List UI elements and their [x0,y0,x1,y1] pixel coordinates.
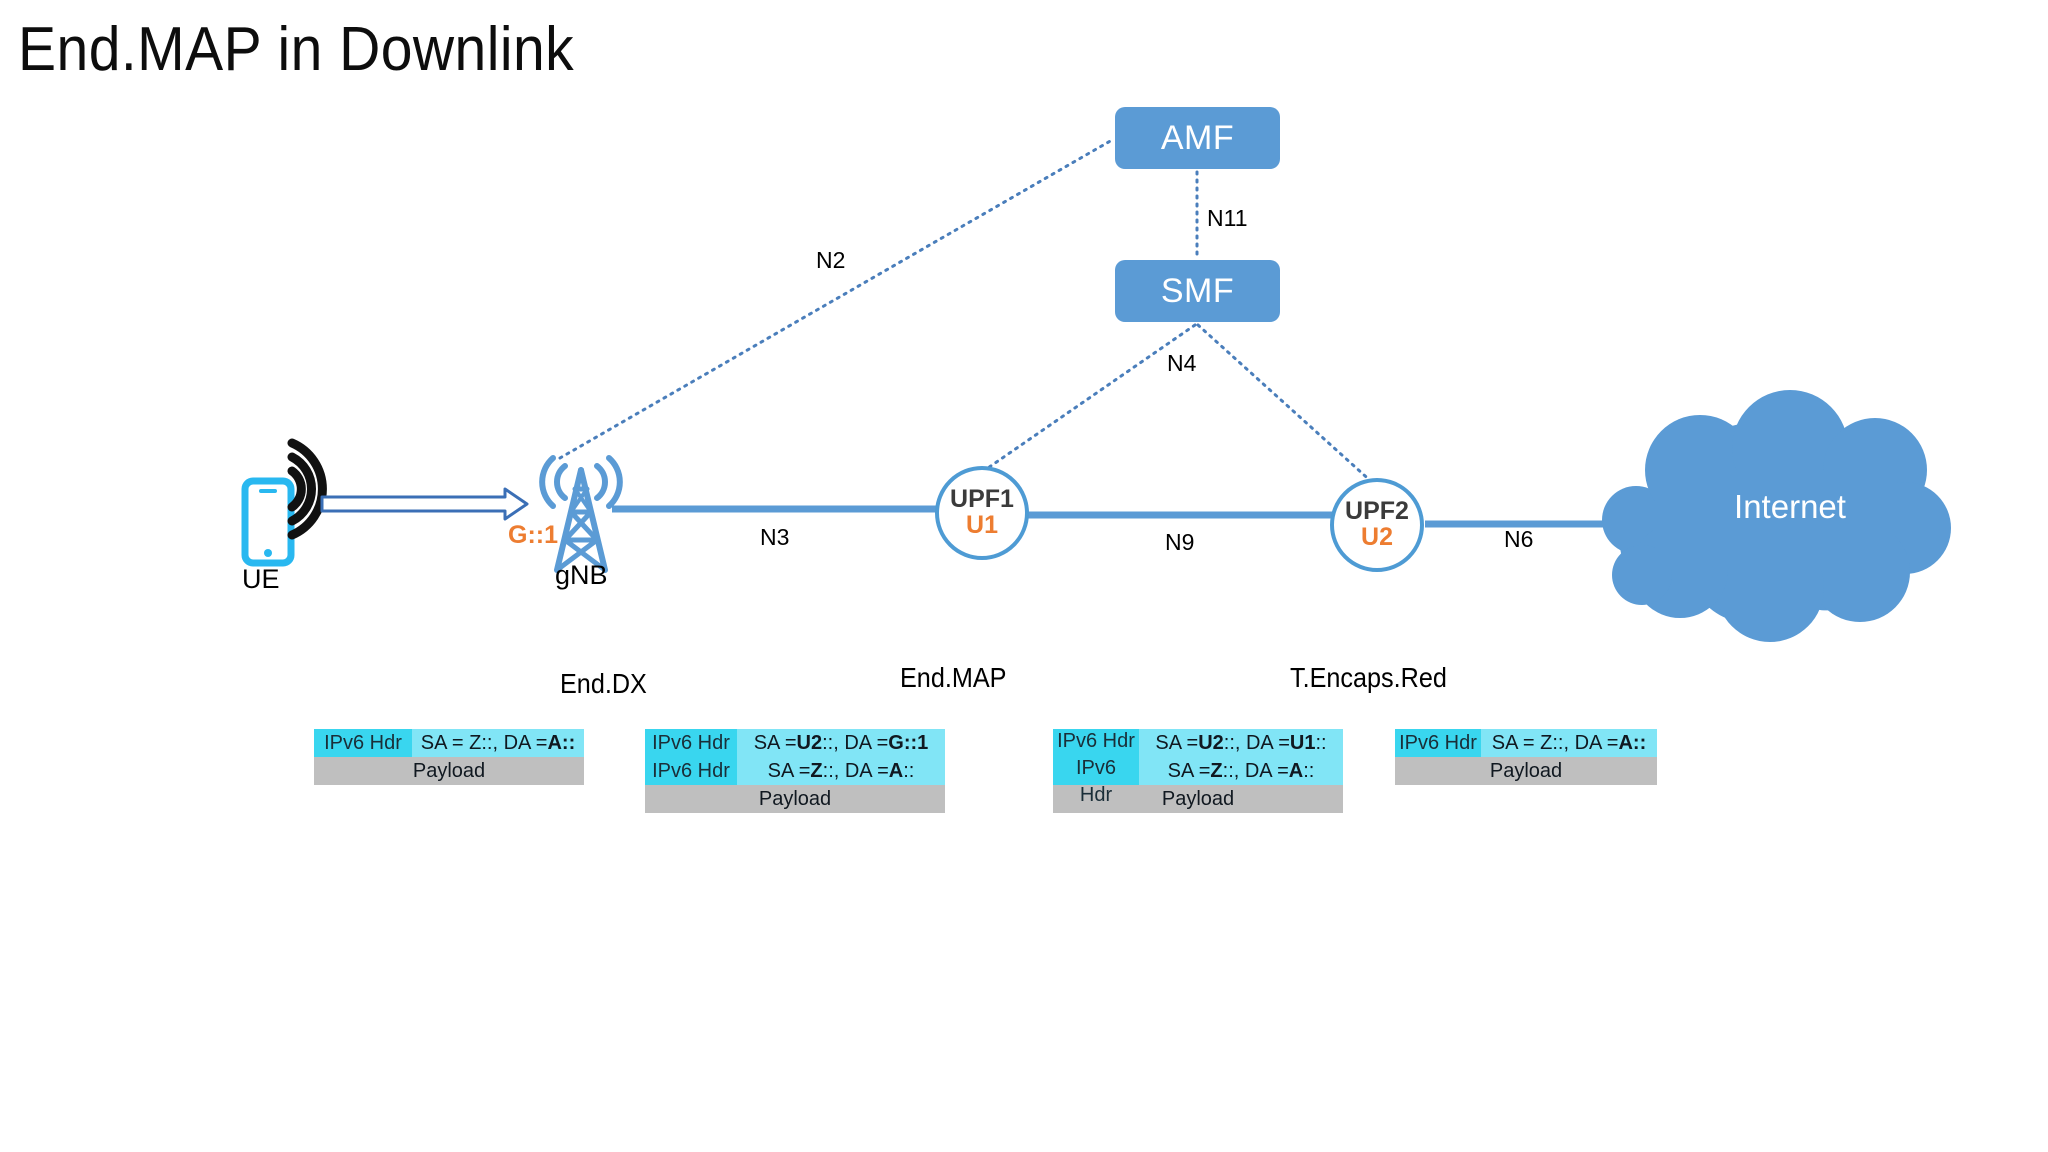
link-n2-line [558,138,1114,460]
node-upf1-label: UPF1 [950,485,1014,514]
node-upf1[interactable]: UPF1 U1 [935,466,1029,560]
packet-upf1-to-upf2: IPv6 Hdr IPv6 Hdr SA = U2::, DA = U1:: S… [1053,729,1343,813]
mobile-phone-icon [241,438,327,567]
packet-upf2-to-internet: IPv6 Hdr SA = Z::, DA = A:: Payload [1395,729,1657,785]
node-amf[interactable]: AMF [1115,107,1280,169]
node-ue-label: UE [242,564,280,594]
packet-3-outer-b2: U1 [1289,731,1316,754]
node-upf2-label: UPF2 [1345,497,1409,526]
link-label-n11: N11 [1207,205,1248,231]
packet-2-header-cell-outer: IPv6 Hdr [645,729,737,757]
packet-3-outer-post: :: [1315,731,1327,754]
packet-2-inner-b2: A [888,759,904,782]
packet-2-outer-b2: G::1 [888,731,929,754]
packet-3-header-wrap-2: Hdr [1079,784,1113,806]
packet-4-addr-bold: A:: [1618,731,1647,754]
link-label-n6: N6 [1504,526,1534,552]
packet-1-addr-prefix: SA = Z::, DA = [420,731,548,754]
node-smf[interactable]: SMF [1115,260,1280,322]
packet-ue-to-gnb: IPv6 Hdr SA = Z::, DA = A:: Payload [314,729,584,785]
step-label-t-encaps-red: T.Encaps.Red [1290,662,1447,693]
packet-gnb-to-upf1: IPv6 Hdr SA = U2::, DA = G::1 IPv6 Hdr S… [645,729,945,813]
packet-3-inner-pre: SA = [1167,759,1211,782]
packet-4-header-cell: IPv6 Hdr [1395,729,1481,757]
node-upf1-sid: U1 [966,511,998,540]
node-gnb-sid: G::1 [508,521,558,549]
node-smf-label: SMF [1160,271,1235,310]
cell-tower-icon [539,455,623,573]
packet-3-outer-b1: U2 [1198,731,1224,754]
packet-2-inner-b1: Z [810,759,823,782]
node-upf2[interactable]: UPF2 U2 [1330,478,1424,572]
packet-1-address-row: SA = Z::, DA = A:: [412,729,584,757]
packet-2-header-cell-inner: IPv6 Hdr [645,757,737,785]
packet-3-address-row-inner: SA = Z::, DA = A:: [1139,757,1343,785]
packet-4-payload: Payload [1395,757,1657,785]
link-n4-upf2-line [1196,323,1376,486]
packet-3-inner-b1: Z [1210,759,1223,782]
packet-3-header-wrap-1: IPv6 [1075,757,1117,779]
packet-4-addr-prefix: SA = Z::, DA = [1491,731,1619,754]
packet-3-header-line-top: IPv6 Hdr [1057,730,1135,752]
packet-1-header-cell: IPv6 Hdr [314,729,412,757]
packet-2-outer-b1: U2 [796,731,823,754]
packet-2-address-row-inner: SA = Z::, DA = A:: [737,757,945,785]
step-label-end-dx: End.DX [560,668,647,699]
packet-3-outer-mid: ::, DA = [1223,731,1290,754]
packet-1-payload: Payload [314,757,584,785]
packet-2-outer-pre: SA = [753,731,797,754]
packet-2-inner-post: :: [903,759,915,782]
packet-2-payload: Payload [645,785,945,813]
packet-1-addr-bold: A:: [547,731,576,754]
step-label-end-map: End.MAP [900,662,1007,693]
packet-3-inner-b2: A [1288,759,1304,782]
packet-4-address-row: SA = Z::, DA = A:: [1481,729,1657,757]
node-amf-label: AMF [1160,118,1235,157]
packet-3-inner-post: :: [1303,759,1315,782]
page-title: End.MAP in Downlink [18,15,575,84]
packet-3-payload: Payload [1053,785,1343,813]
link-label-n2: N2 [816,247,846,273]
link-label-n4: N4 [1167,350,1197,376]
node-upf2-sid: U2 [1361,523,1393,552]
packet-2-inner-mid: ::, DA = [822,759,889,782]
uplink-arrow-icon [320,487,529,521]
packet-3-header-cell-stack: IPv6 Hdr IPv6 Hdr [1053,729,1139,806]
link-label-n3: N3 [760,524,790,550]
node-gnb-label: gNB [555,560,608,590]
packet-3-outer-pre: SA = [1155,731,1199,754]
packet-3-address-row-outer: SA = U2::, DA = U1:: [1139,729,1343,757]
packet-2-outer-mid: ::, DA = [822,731,889,754]
packet-3-inner-mid: ::, DA = [1222,759,1289,782]
packet-3-header-line-wrapped: IPv6 Hdr [1053,755,1139,809]
node-internet-label: Internet [1734,488,1846,525]
packet-2-address-row-outer: SA = U2::, DA = G::1 [737,729,945,757]
link-label-n9: N9 [1165,529,1195,555]
link-n4-upf1-line [983,323,1197,472]
packet-2-inner-pre: SA = [767,759,811,782]
